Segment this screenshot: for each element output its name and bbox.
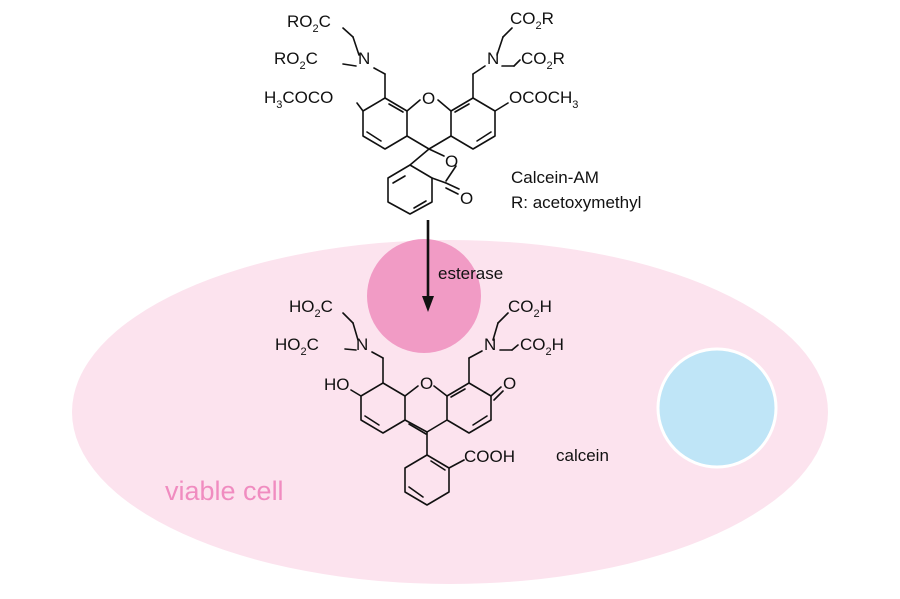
calcein-structure: HO2C HO2C N CO2H N CO2H HO O O COOH calc…	[275, 297, 609, 506]
am-mid-right-ester: CO2R	[521, 49, 565, 72]
calcein-mid-right-acid: CO2H	[520, 335, 564, 358]
calcein-cooh: COOH	[464, 447, 515, 466]
am-left-acetoxy: H3COCO	[264, 88, 333, 111]
calcein-right-nitrogen: N	[484, 335, 496, 354]
calcein-am-bonds	[342, 27, 521, 215]
calcein-am-name: Calcein-AM	[511, 168, 599, 187]
calcein-am-r-note: R: acetoxymethyl	[511, 193, 641, 212]
calcein-name: calcein	[556, 446, 609, 465]
calcein-hydroxy: HO	[324, 375, 350, 394]
calcein-top-left-acid: HO2C	[289, 297, 333, 320]
cell-label: viable cell	[165, 476, 284, 506]
am-mid-left-ester: RO2C	[274, 49, 318, 72]
am-right-acetoxy: OCOCH3	[509, 88, 578, 111]
am-left-nitrogen: N	[358, 49, 370, 68]
am-top-right-ester: CO2R	[510, 9, 554, 32]
am-lactone-oxygen: O	[445, 152, 458, 171]
calcein-mid-left-acid: HO2C	[275, 335, 319, 358]
am-right-nitrogen: N	[487, 49, 499, 68]
am-carbonyl-oxygen: O	[460, 189, 473, 208]
esterase-label: esterase	[438, 264, 503, 283]
viable-cell-ellipse	[72, 240, 828, 584]
am-ring-oxygen: O	[422, 89, 435, 108]
reaction-arrow	[422, 220, 434, 312]
calcein-am-structure: RO2C RO2C N CO2R N CO2R H3COCO O OCOCH3 …	[264, 9, 641, 215]
calcein-bonds	[342, 312, 519, 506]
nucleus-circle	[656, 347, 778, 469]
calcein-ring-oxygen: O	[420, 374, 433, 393]
am-top-left-ester: RO2C	[287, 12, 331, 35]
calcein-left-nitrogen: N	[356, 335, 368, 354]
calcein-top-right-acid: CO2H	[508, 297, 552, 320]
calcein-keto-oxygen: O	[503, 374, 516, 393]
